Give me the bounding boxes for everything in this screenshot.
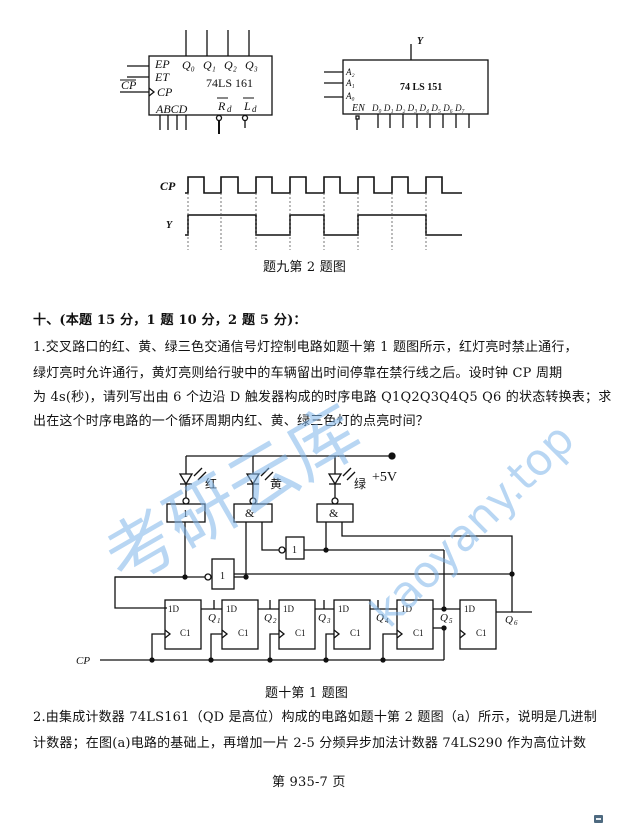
svg-text:Y: Y bbox=[166, 220, 173, 231]
svg-text:d: d bbox=[227, 104, 232, 114]
svg-text:1D: 1D bbox=[464, 604, 476, 614]
svg-text:D₀ D₁ D₂ D₃ D₄ D₅ D₆ D₇: D₀ D₁ D₂ D₃ D₄ D₅ D₆ D₇ bbox=[371, 103, 465, 113]
svg-text:Q: Q bbox=[440, 612, 448, 624]
svg-text:R: R bbox=[217, 99, 226, 113]
q1-line-3: 为 4s(秒)，请列写出由 6 个边沿 D 触发器构成的时序电路 Q1Q2Q3Q… bbox=[33, 390, 612, 405]
q1-line-2: 绿灯亮时允许通行，黄灯亮则给行驶中的车辆留出时间停靠在禁行线之后。设时钟 CP … bbox=[33, 366, 563, 381]
svg-text:C1: C1 bbox=[350, 628, 361, 638]
svg-text:ABCD: ABCD bbox=[155, 102, 188, 116]
svg-text:CP: CP bbox=[160, 179, 176, 193]
svg-text:4: 4 bbox=[385, 617, 389, 625]
svg-text:CP: CP bbox=[76, 655, 90, 667]
svg-text:1: 1 bbox=[292, 545, 297, 556]
svg-text:C1: C1 bbox=[476, 628, 487, 638]
svg-text:Q: Q bbox=[505, 614, 513, 626]
svg-text:3: 3 bbox=[326, 617, 331, 625]
waveform-cp bbox=[185, 176, 462, 194]
section-10-heading: 十、(本题 15 分，1 题 10 分，2 题 5 分)： bbox=[33, 313, 307, 328]
svg-text:&: & bbox=[329, 506, 339, 520]
svg-text:5: 5 bbox=[449, 617, 453, 625]
svg-text:6: 6 bbox=[514, 619, 518, 627]
svg-text:1: 1 bbox=[217, 617, 221, 625]
svg-text:1D: 1D bbox=[401, 604, 413, 614]
figure-9-caption: 题九第 2 题图 bbox=[263, 260, 347, 275]
svg-text:红: 红 bbox=[205, 476, 217, 491]
svg-text:绿: 绿 bbox=[354, 476, 366, 491]
page-number: 第 935-7 页 bbox=[272, 775, 346, 790]
svg-text:1: 1 bbox=[183, 509, 188, 520]
supply-label: +5V bbox=[372, 470, 397, 485]
svg-text:Y: Y bbox=[417, 36, 424, 47]
svg-text:2: 2 bbox=[273, 617, 277, 625]
svg-text:L: L bbox=[243, 99, 251, 113]
q1-line-4: 出在这个时序电路的一个循环周期内红、黄、绿三色灯的点亮时间？ bbox=[33, 414, 430, 429]
svg-text:74LS 161: 74LS 161 bbox=[206, 76, 253, 90]
svg-text:74 LS 151: 74 LS 151 bbox=[400, 82, 442, 93]
q2-line-2: 计数器；在图(a)电路的基础上，再增加一片 2-5 分频异步加法计数器 74LS… bbox=[33, 736, 587, 751]
svg-text:Q: Q bbox=[208, 612, 216, 624]
svg-text:Q₂: Q₂ bbox=[224, 58, 237, 72]
figure-10-caption: 题十第 1 题图 bbox=[265, 686, 349, 701]
waveform-y bbox=[185, 214, 462, 236]
svg-text:CP: CP bbox=[121, 78, 137, 92]
svg-text:EP: EP bbox=[154, 57, 170, 71]
svg-text:CP: CP bbox=[157, 85, 173, 99]
svg-text:Q₁: Q₁ bbox=[203, 58, 216, 72]
svg-text:A₁: A₁ bbox=[345, 78, 355, 88]
svg-text:d: d bbox=[252, 104, 257, 114]
q1-line-1: 1.交叉路口的红、黄、绿三色交通信号灯控制电路如题十第 1 题图所示，红灯亮时禁… bbox=[33, 340, 578, 355]
svg-text:EN: EN bbox=[351, 103, 366, 114]
svg-text:C1: C1 bbox=[413, 628, 424, 638]
svg-text:1: 1 bbox=[220, 571, 225, 582]
svg-text:Q: Q bbox=[376, 612, 384, 624]
svg-text:1D: 1D bbox=[338, 604, 350, 614]
svg-text:A₀: A₀ bbox=[345, 91, 355, 101]
svg-text:A₂: A₂ bbox=[345, 67, 355, 77]
svg-text:1D: 1D bbox=[283, 604, 295, 614]
q2-line-1: 2.由集成计数器 74LS161（QD 是高位）构成的电路如题十第 2 题图（a… bbox=[33, 710, 597, 725]
svg-text:1D: 1D bbox=[226, 604, 238, 614]
svg-text:ET: ET bbox=[154, 70, 170, 84]
svg-text:C1: C1 bbox=[295, 628, 306, 638]
svg-text:C1: C1 bbox=[180, 628, 191, 638]
svg-text:黄: 黄 bbox=[270, 477, 282, 491]
svg-text:Q: Q bbox=[264, 612, 272, 624]
svg-text:C1: C1 bbox=[238, 628, 249, 638]
chip-74ls151 bbox=[342, 59, 489, 115]
svg-text:Q: Q bbox=[318, 612, 326, 624]
svg-text:Q₀: Q₀ bbox=[182, 58, 195, 72]
svg-text:&: & bbox=[245, 506, 255, 520]
svg-text:1D: 1D bbox=[168, 604, 180, 614]
chip-74ls161 bbox=[148, 55, 273, 116]
scroll-indicator-button[interactable] bbox=[594, 815, 603, 823]
svg-text:Q₃: Q₃ bbox=[245, 58, 258, 72]
